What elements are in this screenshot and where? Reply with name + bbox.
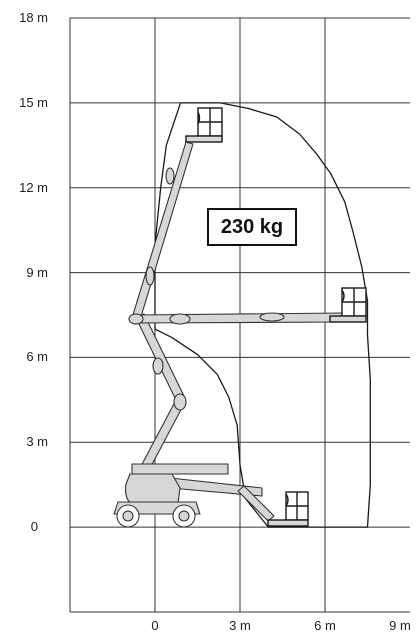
y-tick-label: 3 m bbox=[26, 434, 48, 450]
y-tick-label: 0 bbox=[30, 519, 38, 535]
x-tick-label: 6 m bbox=[314, 618, 336, 633]
x-tick-label: 3 m bbox=[229, 618, 251, 633]
work-platform-basket-icon bbox=[185, 107, 367, 527]
x-tick-label: 9 m bbox=[389, 618, 411, 633]
lower-boom bbox=[139, 399, 185, 473]
working-envelope-layer bbox=[154, 102, 371, 528]
y-tick-label: 9 m bbox=[26, 264, 48, 280]
wheel-hub bbox=[122, 510, 134, 522]
y-tick-label: 12 m bbox=[19, 179, 48, 195]
y-tick-label: 6 m bbox=[26, 349, 48, 365]
load-capacity-label: 230 kg bbox=[207, 208, 297, 246]
boom-cylinder bbox=[152, 357, 164, 375]
y-tick-label: 18 m bbox=[19, 10, 48, 25]
wheel-hub bbox=[178, 510, 190, 522]
turntable-counterweight bbox=[124, 473, 181, 504]
working-envelope-outline bbox=[154, 102, 371, 528]
boom-cylinder bbox=[169, 313, 191, 325]
turntable-top bbox=[131, 463, 229, 475]
boom-cylinder bbox=[145, 266, 155, 286]
boom-joint bbox=[128, 313, 144, 325]
upper-boom-raised bbox=[131, 141, 194, 321]
x-tick-label: 0 bbox=[151, 618, 159, 633]
boom-cylinder bbox=[259, 312, 285, 322]
y-tick-label: 15 m bbox=[19, 94, 48, 110]
upper-boom-horizontal bbox=[135, 312, 345, 324]
boom-joint bbox=[173, 393, 187, 411]
boom-cylinder bbox=[165, 167, 175, 185]
articulated-boom-lift-icon bbox=[113, 141, 345, 528]
